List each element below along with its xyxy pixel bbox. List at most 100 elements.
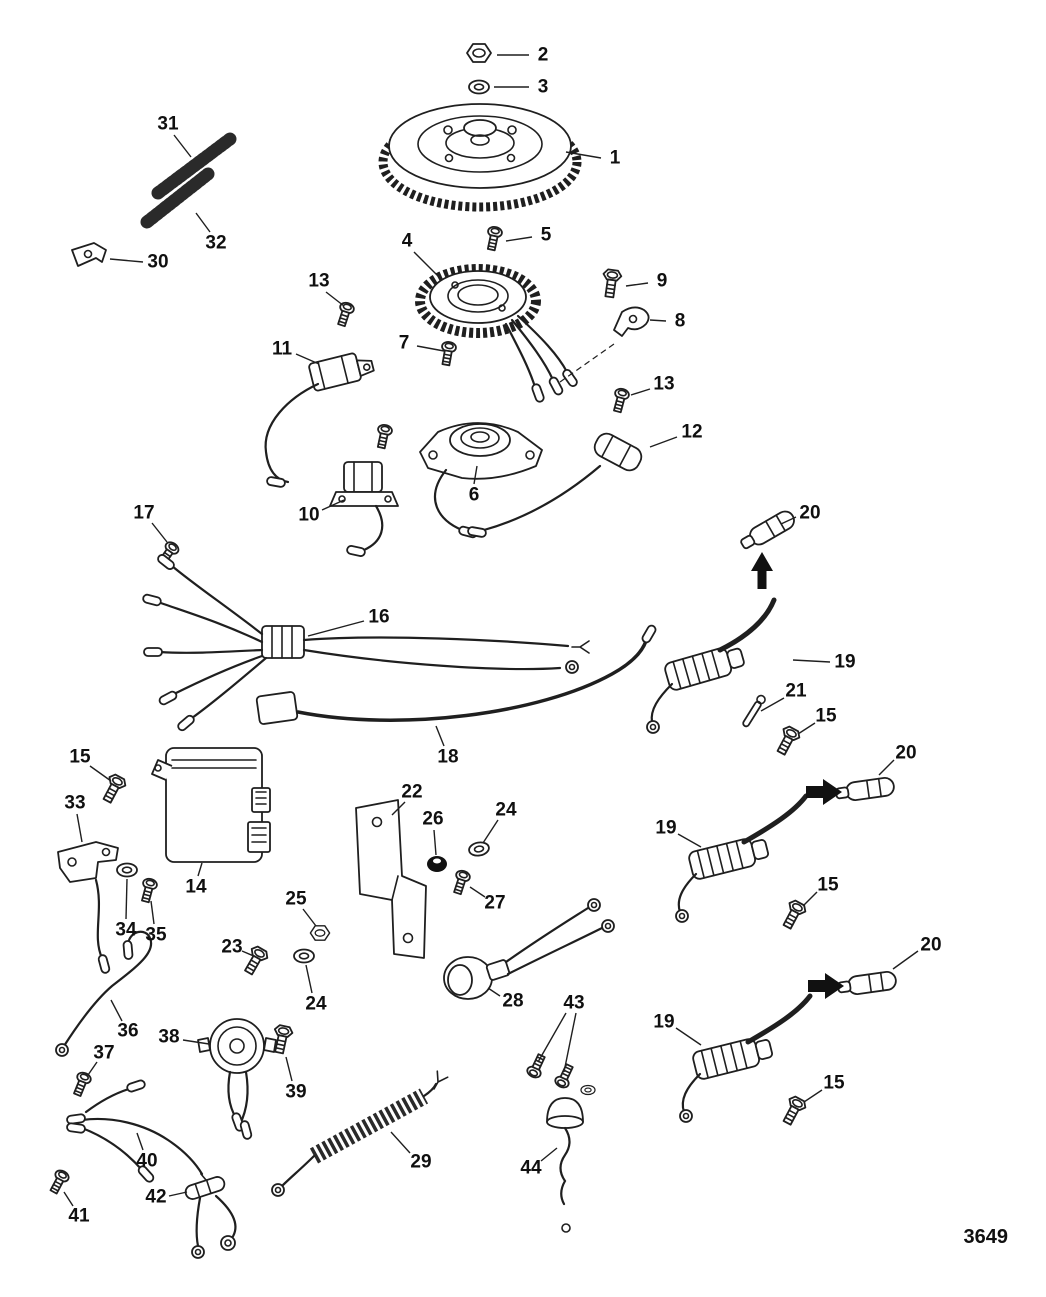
callout-label-27: 27 bbox=[484, 893, 505, 914]
warning-device bbox=[197, 1018, 277, 1141]
coil-11 bbox=[264, 352, 375, 489]
callout-leader-line bbox=[435, 725, 445, 747]
bracket-22 bbox=[355, 799, 427, 959]
ignition-coil-b bbox=[675, 793, 809, 923]
callout-leader-line bbox=[390, 1131, 411, 1154]
grommet-26 bbox=[427, 856, 447, 872]
flywheel bbox=[378, 103, 582, 212]
callout-leader-line bbox=[241, 950, 257, 958]
callout-leader-line bbox=[487, 987, 501, 997]
washer-24b bbox=[293, 948, 315, 964]
callout-label-33: 33 bbox=[64, 793, 85, 814]
callout-leader-line bbox=[802, 891, 818, 907]
callout-leader-line bbox=[110, 999, 123, 1022]
arrow-up-icon bbox=[751, 552, 773, 589]
callout-leader-line bbox=[173, 134, 192, 158]
spark-plug-boot-a bbox=[737, 507, 799, 554]
push-switch bbox=[443, 898, 615, 1000]
trigger-plate bbox=[419, 422, 543, 540]
ignition-coil-a bbox=[646, 597, 777, 734]
callout-label-20: 20 bbox=[799, 503, 820, 524]
harness-cable bbox=[296, 623, 658, 722]
screw-7 bbox=[438, 339, 458, 367]
callout-label-35: 35 bbox=[145, 925, 167, 946]
lanyard-cord bbox=[271, 1070, 449, 1197]
callout-leader-line bbox=[321, 499, 345, 511]
callout-leader-line bbox=[649, 436, 678, 448]
callout-leader-line bbox=[416, 345, 445, 352]
callout-label-20: 20 bbox=[895, 743, 916, 764]
callout-label-38: 38 bbox=[158, 1027, 179, 1048]
sensor-42 bbox=[184, 1176, 237, 1259]
callout-label-5: 5 bbox=[541, 225, 552, 246]
callout-label-13: 13 bbox=[653, 374, 674, 395]
callout-leader-line bbox=[649, 319, 667, 322]
cable-clip bbox=[71, 242, 107, 267]
callout-leader-line bbox=[625, 282, 649, 287]
callout-label-23: 23 bbox=[221, 937, 242, 958]
bolt-15a bbox=[98, 771, 129, 806]
callout-label-9: 9 bbox=[657, 271, 668, 292]
callout-leader-line bbox=[125, 878, 128, 920]
coil-10 bbox=[329, 461, 399, 558]
washer-24a bbox=[467, 839, 491, 859]
callout-leader-line bbox=[630, 388, 651, 396]
callout-leader-line bbox=[413, 251, 442, 280]
callout-label-15: 15 bbox=[823, 1073, 845, 1094]
screw-13a bbox=[333, 300, 357, 329]
screw-aux bbox=[373, 422, 394, 450]
washer-34 bbox=[116, 862, 138, 878]
callout-leader-line bbox=[677, 833, 702, 848]
callout-label-8: 8 bbox=[675, 311, 686, 332]
screw-37 bbox=[69, 1069, 94, 1099]
callout-label-39: 39 bbox=[285, 1082, 306, 1103]
callout-leader-line bbox=[797, 722, 816, 735]
callout-leader-line bbox=[675, 1027, 702, 1046]
callout-leader-line bbox=[63, 1191, 74, 1207]
callout-leader-line bbox=[878, 759, 895, 776]
callout-label-36: 36 bbox=[117, 1021, 138, 1042]
screw-9 bbox=[599, 267, 623, 299]
bolt-15c bbox=[778, 897, 809, 932]
callout-leader-line bbox=[537, 1012, 567, 1063]
callout-label-22: 22 bbox=[401, 782, 422, 803]
callout-label-13: 13 bbox=[308, 271, 329, 292]
callout-label-26: 26 bbox=[422, 809, 443, 830]
callout-label-17: 17 bbox=[133, 503, 154, 524]
switch-parts-43 bbox=[524, 1051, 596, 1096]
callout-leader-line bbox=[305, 964, 313, 994]
callout-label-34: 34 bbox=[115, 920, 137, 941]
callout-label-21: 21 bbox=[785, 681, 807, 702]
callout-leader-line bbox=[307, 620, 365, 637]
callout-label-4: 4 bbox=[402, 231, 413, 252]
bracket-33 bbox=[57, 841, 119, 975]
arrow-right-icon bbox=[808, 973, 844, 999]
callout-label-14: 14 bbox=[185, 877, 207, 898]
callout-leader-line bbox=[505, 236, 533, 242]
callout-leader-line bbox=[197, 862, 203, 877]
callout-leader-line bbox=[892, 950, 919, 970]
callout-label-31: 31 bbox=[157, 114, 179, 135]
callout-label-6: 6 bbox=[469, 485, 480, 506]
screw-13b bbox=[609, 386, 631, 415]
screw-27 bbox=[449, 868, 473, 897]
arrow-right-icon bbox=[806, 779, 842, 805]
flywheel-nut bbox=[466, 43, 492, 63]
callout-leader-line bbox=[760, 697, 785, 712]
flywheel-washer bbox=[468, 79, 490, 95]
callout-label-15: 15 bbox=[815, 706, 837, 727]
callout-label-32: 32 bbox=[205, 233, 226, 254]
cdi-module bbox=[151, 747, 271, 863]
harness-40 bbox=[65, 1078, 218, 1192]
callout-leader-line bbox=[87, 1061, 98, 1076]
callout-leader-line bbox=[182, 1039, 210, 1045]
callout-leader-line bbox=[540, 1147, 558, 1162]
callout-label-24: 24 bbox=[305, 994, 327, 1015]
callout-label-41: 41 bbox=[68, 1206, 90, 1227]
callout-leader-line bbox=[76, 813, 83, 843]
spark-plug-boot-c bbox=[836, 969, 898, 998]
callout-label-30: 30 bbox=[147, 252, 168, 273]
callout-label-19: 19 bbox=[834, 652, 855, 673]
